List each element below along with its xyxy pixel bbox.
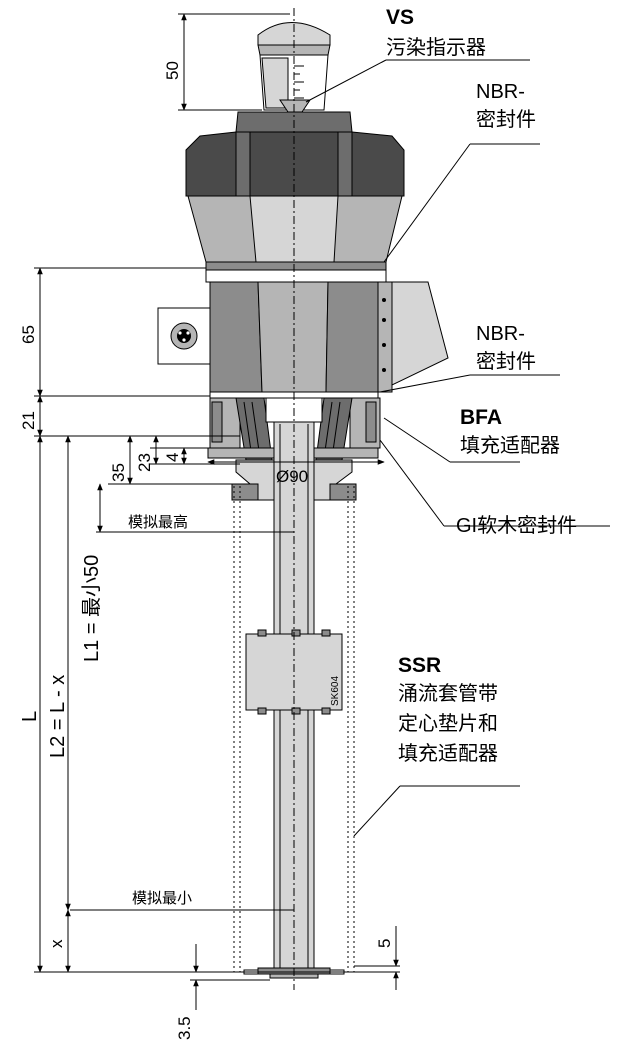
bfa-name-label: 填充适配器 <box>460 434 560 457</box>
vs-code-label: VS <box>386 6 414 29</box>
dim-21: 21 <box>19 411 38 430</box>
nbr-seal-top-line1: NBR- <box>476 81 525 103</box>
dimension-lines <box>37 13 399 1010</box>
dim-3-5: 3.5 <box>175 1016 194 1040</box>
dim-35: 35 <box>109 463 128 482</box>
nbr-seal-top-line2: 密封件 <box>476 108 536 131</box>
nbr-seal-bottom-line2: 密封件 <box>476 350 536 373</box>
dim-65: 65 <box>19 325 38 344</box>
dim-x: x <box>47 939 66 948</box>
filter-housing-cap <box>185 111 405 283</box>
connector-icon <box>157 307 211 365</box>
surge-sleeve <box>233 486 355 972</box>
vs-name-label: 污染指示器 <box>386 36 486 59</box>
ssr-line1-label: 涌流套管带 <box>398 682 498 705</box>
dim-diameter-90: Ø90 <box>276 467 308 486</box>
dim-l1: L1 = 最小50 <box>80 555 103 662</box>
dim-4: 4 <box>163 453 182 462</box>
sim-min-label: 模拟最小 <box>132 890 192 907</box>
dim-l: L <box>19 711 41 722</box>
ssr-code-label: SSR <box>398 654 441 677</box>
sim-max-label: 模拟最高 <box>128 514 188 531</box>
filter-body <box>209 281 449 393</box>
ssr-line3-label: 填充适配器 <box>398 742 498 765</box>
bfa-code-label: BFA <box>460 406 502 429</box>
dim-23: 23 <box>135 453 154 472</box>
dim-5: 5 <box>375 939 394 948</box>
gi-seal-label: GI软木密封件 <box>456 514 577 537</box>
nbr-seal-bottom-line1: NBR- <box>476 323 525 345</box>
contamination-indicator <box>257 22 331 113</box>
spacer-stamp: SK604 <box>330 676 341 706</box>
dim-50: 50 <box>163 61 182 80</box>
dim-l2: L2 = L - x <box>47 675 69 758</box>
leader-lines <box>305 59 610 837</box>
filling-adapter <box>207 391 381 501</box>
ssr-line2-label: 定心垫片和 <box>398 712 498 735</box>
